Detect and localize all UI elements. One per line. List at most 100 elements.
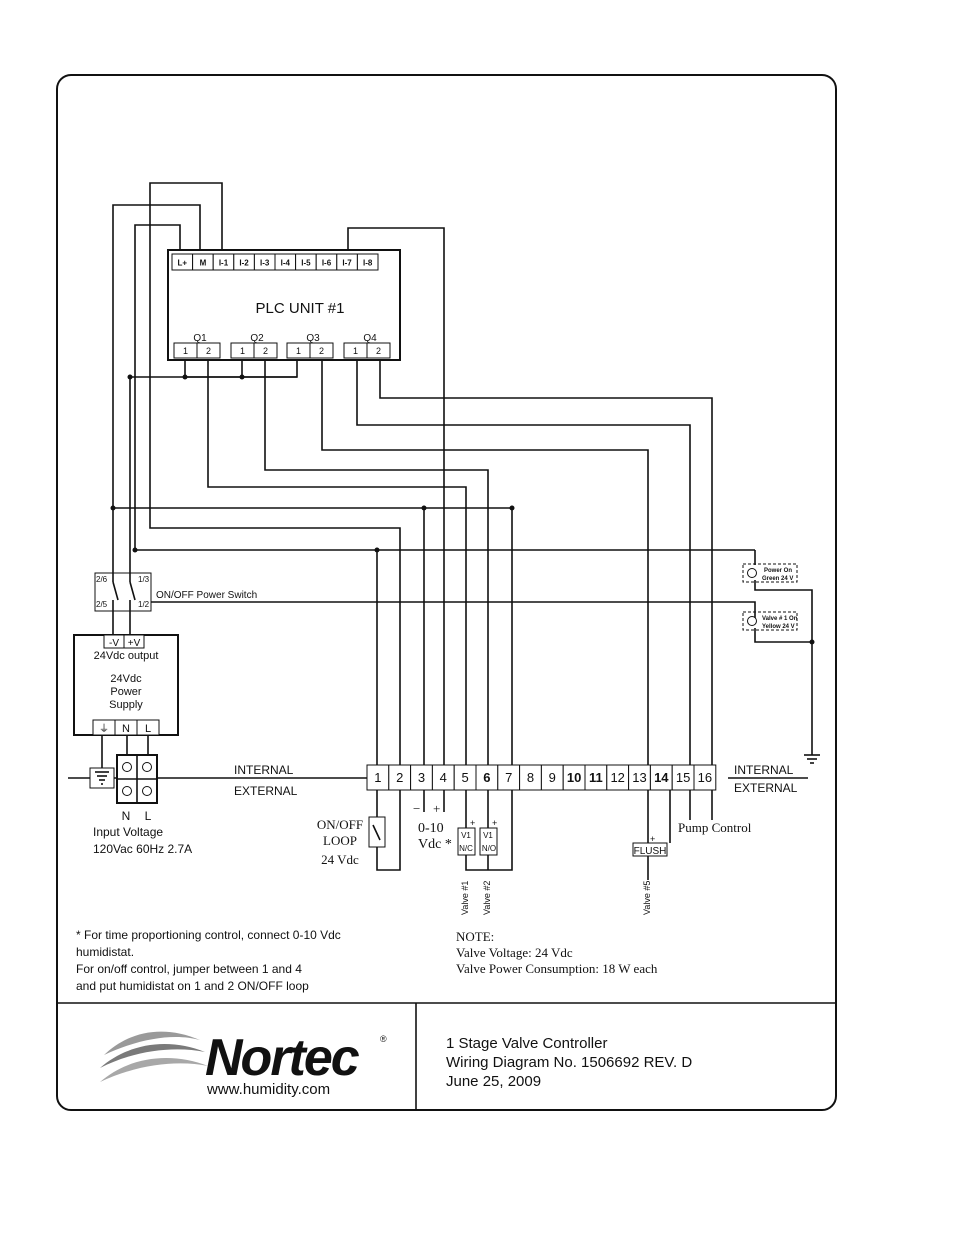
supply-terminal-n: N xyxy=(122,723,130,735)
plc-output-0-pin-1: 2 xyxy=(206,346,211,356)
internal-label-right: INTERNAL xyxy=(734,763,794,777)
terminal-13: 13 xyxy=(632,770,646,785)
plc-input-2: I-1 xyxy=(219,259,229,268)
valve1-type: N/C xyxy=(459,844,473,853)
terminal-6: 6 xyxy=(483,770,490,785)
valve-1-label: Valve #1 xyxy=(460,881,470,915)
flush-valve: FLUSH + xyxy=(632,834,668,857)
terminal-9: 9 xyxy=(549,770,556,785)
terminal-4: 4 xyxy=(440,770,447,785)
note-power: Valve Power Consumption: 18 W each xyxy=(456,961,658,976)
terminal-7: 7 xyxy=(505,770,512,785)
on-off-loop: ON/OFF LOOP 24 Vdc xyxy=(317,816,386,867)
footnote-line1: * For time proportioning control, connec… xyxy=(76,928,341,942)
drawing-date: June 25, 2009 xyxy=(446,1073,541,1090)
plc-output-0-pin-0: 1 xyxy=(183,346,188,356)
terminal-15: 15 xyxy=(676,770,690,785)
note-title: NOTE: xyxy=(456,929,494,944)
loop-label-line3: 24 Vdc xyxy=(321,852,359,867)
switch-pin-2-5: 2/5 xyxy=(96,600,108,609)
mains-terminal-n: N xyxy=(122,809,131,823)
footnote: * For time proportioning control, connec… xyxy=(76,928,341,993)
nortec-logo: Nortec ® www.humidity.com xyxy=(100,1029,387,1098)
note-voltage: Valve Voltage: 24 Vdc xyxy=(456,945,573,960)
brand-url: www.humidity.com xyxy=(206,1081,330,1098)
terminal-5: 5 xyxy=(461,770,468,785)
indicator-valve-on-line1: Valve # 1 On xyxy=(762,616,798,622)
plc-output-3-label: Q4 xyxy=(363,333,377,344)
internal-label-left: INTERNAL xyxy=(234,763,294,777)
plc-output-1-pin-1: 2 xyxy=(263,346,268,356)
loop-switch-icon xyxy=(372,824,381,841)
supply-output-label: 24Vdc output xyxy=(94,650,159,662)
mains-terminal-l: L xyxy=(145,809,152,823)
plc-input-9: I-8 xyxy=(363,259,373,268)
flush-label: FLUSH xyxy=(634,846,667,857)
drawing-title: 1 Stage Valve Controller xyxy=(446,1035,607,1052)
valve2-plus: + xyxy=(492,818,497,828)
plc-title: PLC UNIT #1 xyxy=(256,300,345,317)
signal-minus: − xyxy=(413,801,420,816)
footnote-line3: For on/off control, jumper between 1 and… xyxy=(76,962,302,976)
ground-icon xyxy=(95,771,109,785)
plc-output-2-pin-0: 1 xyxy=(296,346,301,356)
terminal-8: 8 xyxy=(527,770,534,785)
plc-input-5: I-4 xyxy=(281,259,291,268)
valve-2-label: Valve #2 xyxy=(482,881,492,915)
supply-name-line2: Power xyxy=(110,686,142,698)
indicator-power-on: Power On Green 24 V xyxy=(742,563,798,583)
indicator-power-on-line1: Power On xyxy=(764,568,792,574)
indicator-power-on-line2: Green 24 V xyxy=(762,576,793,582)
title-block: 1 Stage Valve Controller Wiring Diagram … xyxy=(446,1035,692,1090)
terminal-2: 2 xyxy=(396,770,403,785)
valve-2: V1 N/O + xyxy=(479,818,498,856)
power-switch: 2/6 2/5 1/3 1/2 ON/OFF Power Switch xyxy=(94,572,257,612)
terminal-3: 3 xyxy=(418,770,425,785)
brand-name: Nortec xyxy=(205,1029,360,1087)
plc-output-1-label: Q2 xyxy=(250,333,264,344)
valve2-tag: V1 xyxy=(483,831,493,840)
switch-pin-1-3: 1/3 xyxy=(138,575,150,584)
junction-dots xyxy=(110,374,815,645)
supply-terminal-plus: +V xyxy=(128,638,141,649)
terminal-11: 11 xyxy=(589,770,603,785)
input-voltage-label: Input Voltage xyxy=(93,825,163,839)
supply-ground-icon: ⏚ xyxy=(99,723,109,735)
footnote-line2: humidistat. xyxy=(76,945,134,959)
terminal-12: 12 xyxy=(610,770,624,785)
valve2-type: N/O xyxy=(482,844,496,853)
indicator-valve-on-line2: Yellow 24 V xyxy=(762,624,795,630)
loop-label-line2: LOOP xyxy=(323,833,357,848)
note: NOTE: Valve Voltage: 24 Vdc Valve Power … xyxy=(456,929,658,976)
brand-registered-mark: ® xyxy=(380,1034,387,1044)
input-voltage-rating: 120Vac 60Hz 2.7A xyxy=(93,842,192,856)
plc-input-1: M xyxy=(200,259,207,268)
valve-1: V1 N/C + xyxy=(457,818,476,856)
flush-plus: + xyxy=(650,834,655,844)
earth-ground-icon xyxy=(804,754,820,764)
signal-range: 0-10 xyxy=(418,821,444,836)
plc-input-3: I-2 xyxy=(239,259,249,268)
terminal-1: 1 xyxy=(374,770,381,785)
plc-output-2-pin-1: 2 xyxy=(319,346,324,356)
switch-pin-1-2: 1/2 xyxy=(138,600,150,609)
signal-plus: + xyxy=(433,801,440,816)
supply-terminal-minus: -V xyxy=(109,638,119,649)
terminal-14: 14 xyxy=(654,770,669,785)
plc-input-6: I-5 xyxy=(301,259,311,268)
valve-5-label: Valve #5 xyxy=(642,881,652,915)
mains-input: N L Input Voltage 120Vac 60Hz 2.7A xyxy=(89,754,192,856)
external-label-right: EXTERNAL xyxy=(734,781,798,795)
plc-input-8: I-7 xyxy=(342,259,352,268)
drawing-number: Wiring Diagram No. 1506692 REV. D xyxy=(446,1054,692,1071)
switch-pin-2-6: 2/6 xyxy=(96,575,108,584)
external-label-left: EXTERNAL xyxy=(234,784,298,798)
supply-name-line1: 24Vdc xyxy=(110,673,142,685)
loop-label-line1: ON/OFF xyxy=(317,817,363,832)
plc-input-7: I-6 xyxy=(322,259,332,268)
nortec-swoosh-icon xyxy=(100,1031,208,1082)
